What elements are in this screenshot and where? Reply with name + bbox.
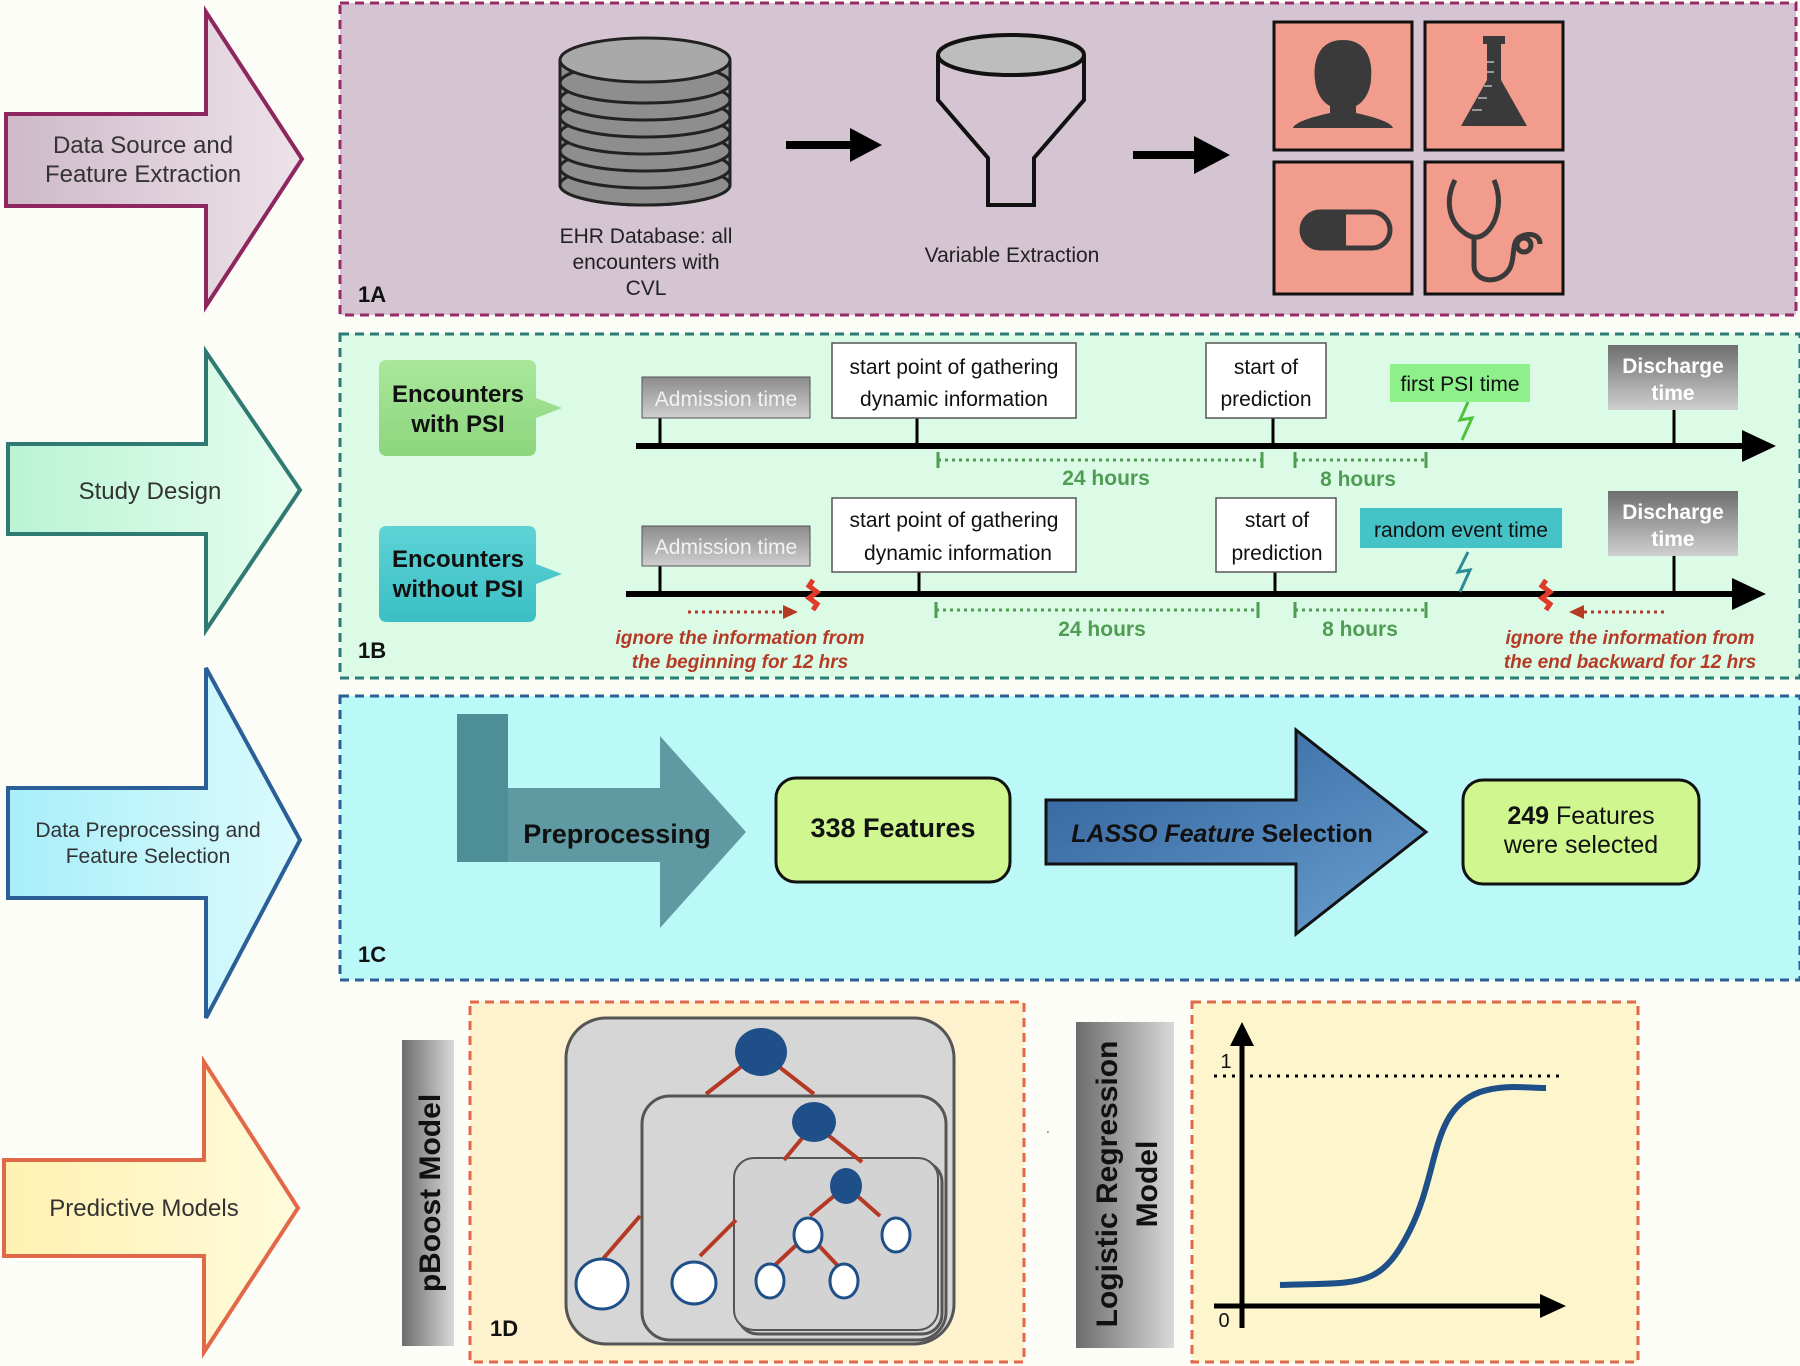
discharge-label-2: time [1651, 528, 1694, 551]
prediction-start-label-2: prediction [1220, 388, 1311, 411]
discharge-label-2: time [1651, 382, 1694, 405]
gather-start-label-1: start point of gathering [850, 509, 1059, 532]
funnel-icon [936, 33, 1086, 207]
gather-start-label-2: dynamic information [860, 388, 1048, 411]
ignore-begin-label-2: the beginning for 12 hrs [632, 652, 848, 673]
features-selected-word: Features [1549, 802, 1655, 830]
features-selected-label-2: were selected [1503, 831, 1658, 859]
prediction-start-label-1: start of [1234, 356, 1298, 379]
timeline-with-psi: Admission time start point of gathering … [636, 342, 1776, 491]
step-arrow-study-design: Study Design [6, 345, 303, 637]
extraction-caption: Variable Extraction [925, 244, 1100, 267]
pill-icon [1299, 209, 1393, 251]
db-caption-3: CVL [626, 277, 667, 300]
panel-tag-1a: 1A [358, 282, 386, 307]
ignore-begin-label-1: ignore the information from [615, 628, 864, 649]
prediction-start-label-1: start of [1245, 509, 1309, 532]
ignore-begin-marker [688, 578, 822, 619]
step-label-predictive-models: Predictive Models [49, 1195, 238, 1222]
gather-start-label-1: start point of gathering [850, 356, 1059, 379]
step-label-preprocessing-2: Feature Selection [66, 845, 231, 868]
y-axis-one-label: 1 [1220, 1051, 1231, 1073]
db-caption-1: EHR Database: all [560, 225, 733, 248]
features-selected-box: 249 Features were selected [1461, 778, 1701, 886]
logistic-regression-label-2: Model [1131, 1141, 1164, 1228]
gather-start-label-2: dynamic information [864, 542, 1052, 565]
encounters-with-psi-label-2: with PSI [410, 411, 504, 438]
duration-24h-label: 24 hours [1058, 618, 1146, 641]
panel-1d: pBoost Model 1D [402, 1000, 1640, 1364]
feature-category-icons [1272, 20, 1565, 296]
encounters-without-psi-label-2: without PSI [392, 576, 524, 603]
panel-tag-1d: 1D [490, 1316, 518, 1341]
step-label-preprocessing-1: Data Preprocessing and [35, 819, 260, 842]
features-338-label: 338 Features [810, 813, 975, 843]
svg-text:·: · [1046, 1123, 1051, 1139]
step-arrow-predictive-models: Predictive Models [2, 1055, 301, 1359]
pboost-label-box: pBoost Model [402, 1040, 454, 1346]
flask-icon [1461, 36, 1527, 126]
step-arrow-preprocessing: Data Preprocessing and Feature Selection [6, 667, 303, 1019]
lightning-icon [1455, 551, 1473, 593]
preprocessing-arrow: Preprocessing [457, 714, 746, 928]
encounters-with-psi-label-1: Encounters [392, 381, 524, 408]
lasso-label-rest: Selection [1255, 820, 1373, 848]
sigmoid-plot: 1 0 [1214, 1022, 1566, 1332]
logistic-regression-label-1: Logistic Regression [1091, 1041, 1124, 1328]
stethoscope-icon [1446, 178, 1543, 283]
admission-time-label: Admission time [655, 536, 797, 559]
features-338-box: 338 Features [774, 776, 1012, 884]
admission-time-label: Admission time [655, 388, 797, 411]
step-label-data-source-2: Feature Extraction [45, 161, 241, 188]
duration-8h-label: 8 hours [1320, 468, 1396, 491]
discharge-label-1: Discharge [1622, 501, 1724, 524]
panel-1b: 1B Encounters with PSI Admission time st… [338, 332, 1800, 680]
person-icon [1293, 40, 1393, 128]
panel-1a: 1A EHR Database: all encounters with CVL… [338, 1, 1798, 317]
random-event-label: random event time [1374, 519, 1548, 542]
prediction-start-label-2: prediction [1231, 542, 1322, 565]
duration-24h-label: 24 hours [1062, 467, 1150, 490]
ignore-end-label-1: ignore the information from [1505, 628, 1754, 649]
ignore-end-marker [1537, 578, 1668, 619]
features-selected-count: 249 [1507, 802, 1549, 830]
encounters-without-psi-label-1: Encounters [392, 546, 524, 573]
lasso-label: LASSO Feature Selection [1071, 820, 1372, 848]
db-caption-2: encounters with [572, 251, 719, 274]
step-label-study-design: Study Design [79, 478, 222, 505]
y-axis-zero-label: 0 [1218, 1310, 1229, 1332]
arrow-right-icon [1133, 136, 1230, 174]
panel-1c: 1C Preprocessing 338 Features LASSO Feat… [338, 694, 1800, 982]
lightning-icon [1457, 401, 1475, 441]
discharge-label-1: Discharge [1622, 355, 1724, 378]
arrow-right-icon [786, 128, 882, 162]
step-label-data-source-1: Data Source and [53, 132, 233, 159]
ignore-end-label-2: the end backward for 12 hrs [1504, 652, 1756, 673]
encounters-with-psi-tag: Encounters with PSI [379, 360, 562, 456]
encounters-without-psi-tag: Encounters without PSI [379, 526, 562, 622]
pboost-label: pBoost Model [414, 1094, 447, 1292]
logistic-regression-label-box: Logistic Regression Model [1076, 1022, 1174, 1348]
lasso-arrow: LASSO Feature Selection [1044, 726, 1429, 938]
database-icon [558, 36, 732, 207]
panel-tag-1c: 1C [358, 942, 386, 967]
features-selected-label-1: 249 Features [1507, 802, 1654, 830]
first-psi-label: first PSI time [1400, 373, 1519, 396]
lasso-label-italic: LASSO Feature [1071, 820, 1254, 848]
timeline-without-psi: Admission time start point of gathering … [615, 491, 1766, 673]
step-arrow-data-source: Data Source and Feature Extraction [4, 5, 305, 313]
panel-tag-1b: 1B [358, 638, 386, 663]
duration-8h-label: 8 hours [1322, 618, 1398, 641]
boosted-trees-illustration [564, 1016, 956, 1346]
preprocessing-label: Preprocessing [523, 819, 711, 849]
